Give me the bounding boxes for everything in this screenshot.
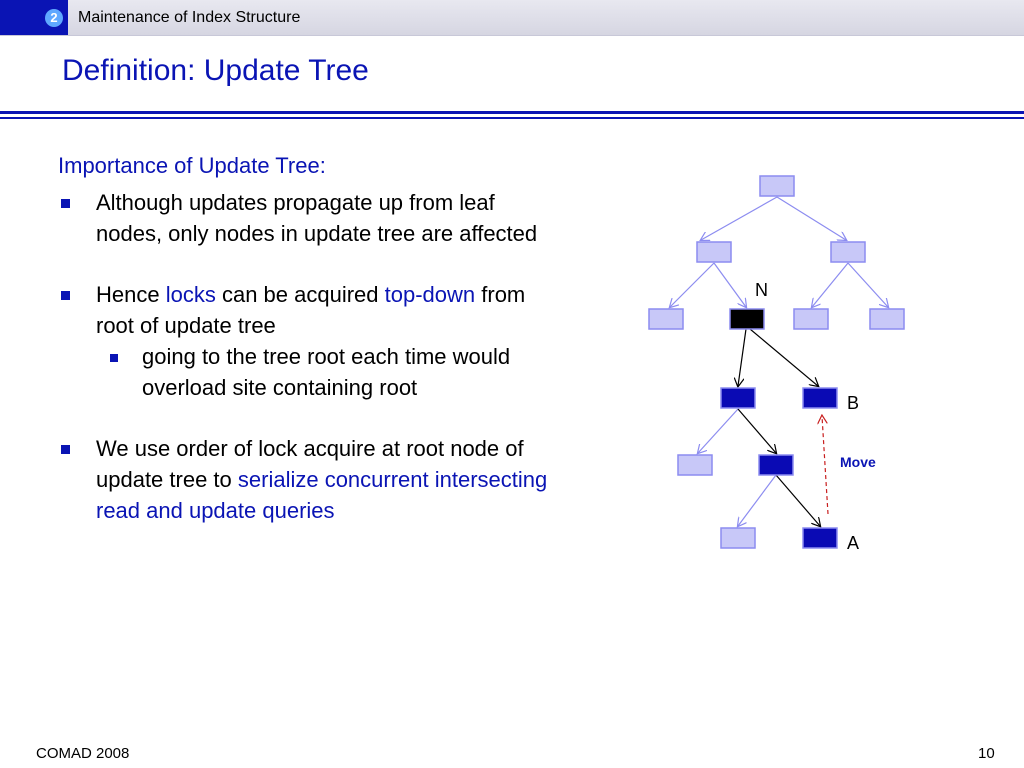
update-tree-node — [758, 454, 794, 476]
sub-bullet-square-icon — [110, 354, 118, 362]
update-tree-node — [720, 387, 756, 409]
footer-page-number: 10 — [978, 745, 995, 762]
footer-conference: COMAD 2008 — [36, 745, 130, 762]
section-title: Maintenance of Index Structure — [78, 9, 301, 26]
slide-title: Definition: Update Tree — [62, 54, 369, 87]
tree-edge — [670, 262, 715, 307]
node-label-a: A — [847, 533, 859, 553]
tree-edge — [698, 408, 739, 453]
tree-edge — [701, 196, 778, 240]
bullet-square-icon — [61, 291, 70, 300]
tree-edge — [847, 262, 888, 307]
bullet-item: We use order of lock acquire at root nod… — [58, 433, 548, 526]
content-body: Importance of Update Tree: Although upda… — [58, 150, 548, 526]
node-label-b: B — [847, 393, 859, 413]
section-number-badge: 2 — [45, 9, 63, 27]
tree-node — [696, 241, 732, 263]
content-heading: Importance of Update Tree: — [58, 153, 326, 178]
tree-edge — [776, 196, 846, 240]
update-tree-edge — [738, 328, 747, 386]
bullet-highlight-serialize: serialize concurrent intersecting read a… — [96, 467, 548, 523]
move-arrow — [822, 416, 829, 515]
update-tree-edge — [749, 328, 818, 386]
update-tree-edge — [737, 408, 776, 453]
move-label: Move — [840, 454, 876, 470]
tree-edge — [812, 262, 849, 307]
sub-bullet-text: going to the tree root each time would o… — [142, 344, 511, 400]
tree-node — [869, 308, 905, 330]
update-tree-edge — [775, 474, 820, 526]
tree-edge — [713, 262, 746, 307]
bullet-item: Hence locks can be acquired top-down fro… — [58, 279, 548, 341]
top-bar: 2 Maintenance of Index Structure — [0, 0, 1024, 36]
tree-node-n — [729, 308, 765, 330]
tree-node — [648, 308, 684, 330]
tree-node-a — [802, 527, 838, 549]
bullet-item: Although updates propagate up from leaf … — [58, 187, 548, 249]
bullet-text: Although updates propagate up from leaf … — [96, 190, 538, 246]
bullet-text: can be acquired — [215, 282, 385, 307]
bullet-text: from root of update tree — [96, 282, 526, 338]
tree-edge — [738, 474, 777, 526]
tree-node-root — [759, 175, 795, 197]
tree-node — [677, 454, 713, 476]
bullet-text: We use order of lock acquire at root nod… — [96, 436, 524, 492]
bullet-square-icon — [61, 445, 70, 454]
bullet-square-icon — [61, 199, 70, 208]
bullet-highlight-locks: locks — [165, 282, 216, 307]
tree-node — [793, 308, 829, 330]
title-rule-thick — [0, 111, 1024, 114]
title-rule-thin — [0, 117, 1024, 119]
sub-bullet-item: going to the tree root each time would o… — [58, 341, 548, 403]
node-label-n: N — [755, 280, 768, 300]
tree-node-b — [802, 387, 838, 409]
bullet-text: Hence — [96, 282, 166, 307]
bullet-highlight-top-down: top-down — [384, 282, 476, 307]
tree-node — [830, 241, 866, 263]
tree-node — [720, 527, 756, 549]
